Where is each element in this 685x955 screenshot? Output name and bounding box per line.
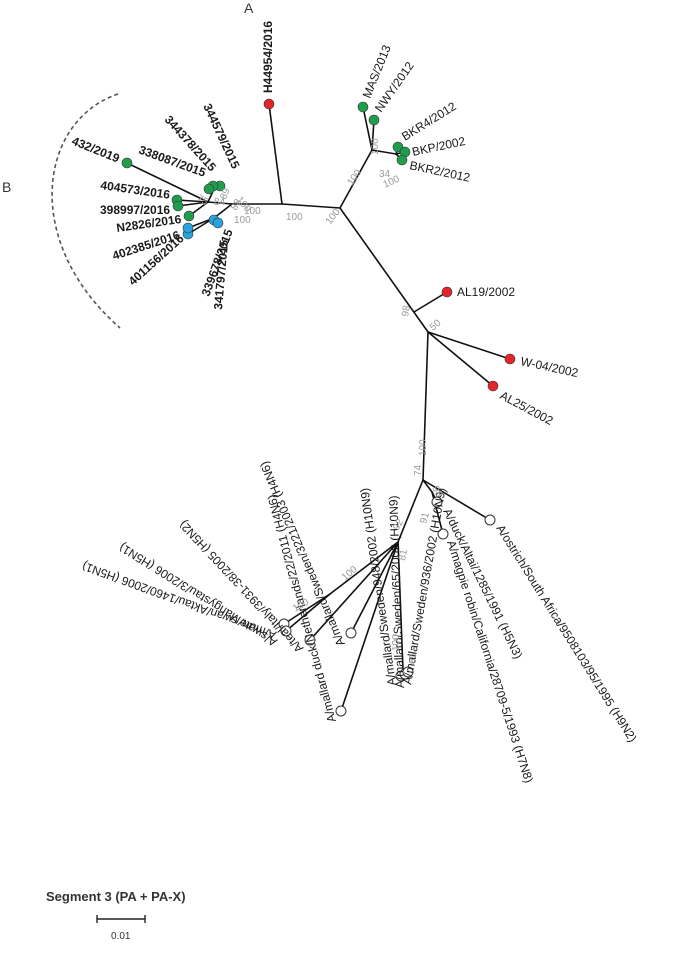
bootstrap-100-swan: 100 [340, 564, 360, 583]
tree-branches [126, 103, 511, 712]
clade-label-b: B [2, 179, 11, 195]
branch-swan-node [329, 541, 399, 595]
tip-marker-magpie [437, 528, 449, 540]
scale-bar: 0.01 [96, 915, 146, 942]
tip-marker-nwy [368, 114, 380, 126]
branch-h44954 [268, 103, 283, 205]
tip-marker-teal [304, 634, 316, 646]
branch-swan-mangy [285, 593, 331, 632]
tip-marker-mallard-nl [335, 705, 347, 717]
branch-ostrich [422, 479, 491, 521]
tip-markers [121, 98, 516, 717]
bootstrap-98: 98 [400, 304, 413, 317]
branch-432 [126, 162, 209, 203]
tip-label-bkr2: BKR2/2012 [408, 158, 471, 185]
tip-label-h44954: H44954/2016 [261, 21, 275, 93]
branch-center-upper [339, 149, 373, 209]
bootstrap-values: 100 100 100 34 100 100 98 50 100 74 98 9… [195, 138, 445, 664]
tip-marker-bkr2 [396, 154, 408, 166]
branch-al19 [413, 291, 448, 313]
tip-marker-338087 [203, 183, 215, 195]
tip-marker-ostrich [484, 514, 496, 526]
tip-marker-h44954 [263, 98, 275, 110]
bootstrap-100-blue: 100 [234, 215, 251, 226]
branch-center-lower [339, 207, 429, 333]
tip-marker-401156 [182, 222, 194, 234]
bootstrap-65: 65 [408, 652, 419, 664]
tip-label-398997: 398997/2016 [100, 203, 170, 217]
clade-label-a: A [244, 0, 254, 16]
tip-marker-341797 [212, 217, 224, 229]
bootstrap-89: 89 [218, 186, 232, 201]
tip-marker-mallard-936 [402, 666, 414, 678]
tip-marker-mallard-3221 [345, 627, 357, 639]
bootstrap-92: 92 [391, 517, 406, 533]
branch-clusterB-main [207, 201, 233, 205]
branch-lower-node [397, 479, 424, 543]
bootstrap-81: 81 [397, 548, 410, 561]
bootstrap-100-mallard: 100 [391, 634, 402, 651]
tip-label-al19: AL19/2002 [457, 285, 515, 299]
bootstrap-88: 88 [229, 197, 244, 213]
bootstrap-100-center-left: 100 [286, 212, 303, 223]
branch-mallard-3221 [350, 541, 399, 634]
tip-label-mallard-65: A/mallard/Sweden/65/2002 (H10N9) [386, 495, 407, 688]
bootstrap-74: 74 [413, 464, 424, 476]
tip-label-w04: W-04/2002 [519, 354, 579, 380]
tip-marker-w04 [504, 353, 516, 365]
tip-label-al25: AL25/2002 [498, 388, 556, 428]
tip-label-432: 432/2019 [70, 134, 122, 166]
bootstrap-100-clusterB: 100 [244, 206, 261, 217]
tip-marker-swan-mangy [280, 625, 292, 637]
tip-label-404573: 404573/2016 [100, 178, 172, 202]
figure-title: Segment 3 (PA + PA-X) [46, 889, 186, 904]
tip-marker-duck-altai [431, 496, 443, 508]
bootstrap-98-lower: 98 [429, 484, 444, 499]
branch-trunk [422, 331, 429, 481]
bootstrap-100-lower: 100 [418, 439, 429, 456]
branch-mute-swan [283, 593, 331, 625]
bootstrap-84: 84 [214, 197, 226, 208]
branch-bk-node [371, 149, 397, 155]
scale-bar-label: 0.01 [111, 931, 131, 942]
tip-marker-398997 [172, 200, 184, 212]
branch-mallard-nl [340, 541, 399, 712]
branch-mallard-sweden [397, 541, 404, 671]
branch-teal [309, 541, 399, 641]
bootstrap-50: 50 [428, 317, 444, 333]
branch-magpie-node [422, 479, 433, 493]
bootstrap-75: 75 [195, 193, 211, 208]
tip-marker-n2826 [183, 210, 195, 222]
branch-w04 [427, 331, 511, 360]
branch-node-to-center [281, 203, 341, 209]
tip-marker-al25 [487, 380, 499, 392]
tip-label-bkp: BKP/2002 [411, 134, 467, 159]
tip-marker-mas [357, 101, 369, 113]
branch-mas [362, 106, 373, 151]
tip-label-341797: 341797/2015 [211, 239, 231, 310]
tip-marker-432 [121, 157, 133, 169]
bootstrap-100-bk: 100 [370, 138, 381, 155]
tip-marker-al19 [441, 286, 453, 298]
bootstrap-34: 34 [379, 169, 391, 180]
bootstrap-91: 91 [418, 511, 432, 525]
clade-b-arc [51, 93, 121, 329]
branch-al25 [427, 331, 494, 387]
bootstrap-100-center: 100 [324, 207, 343, 227]
